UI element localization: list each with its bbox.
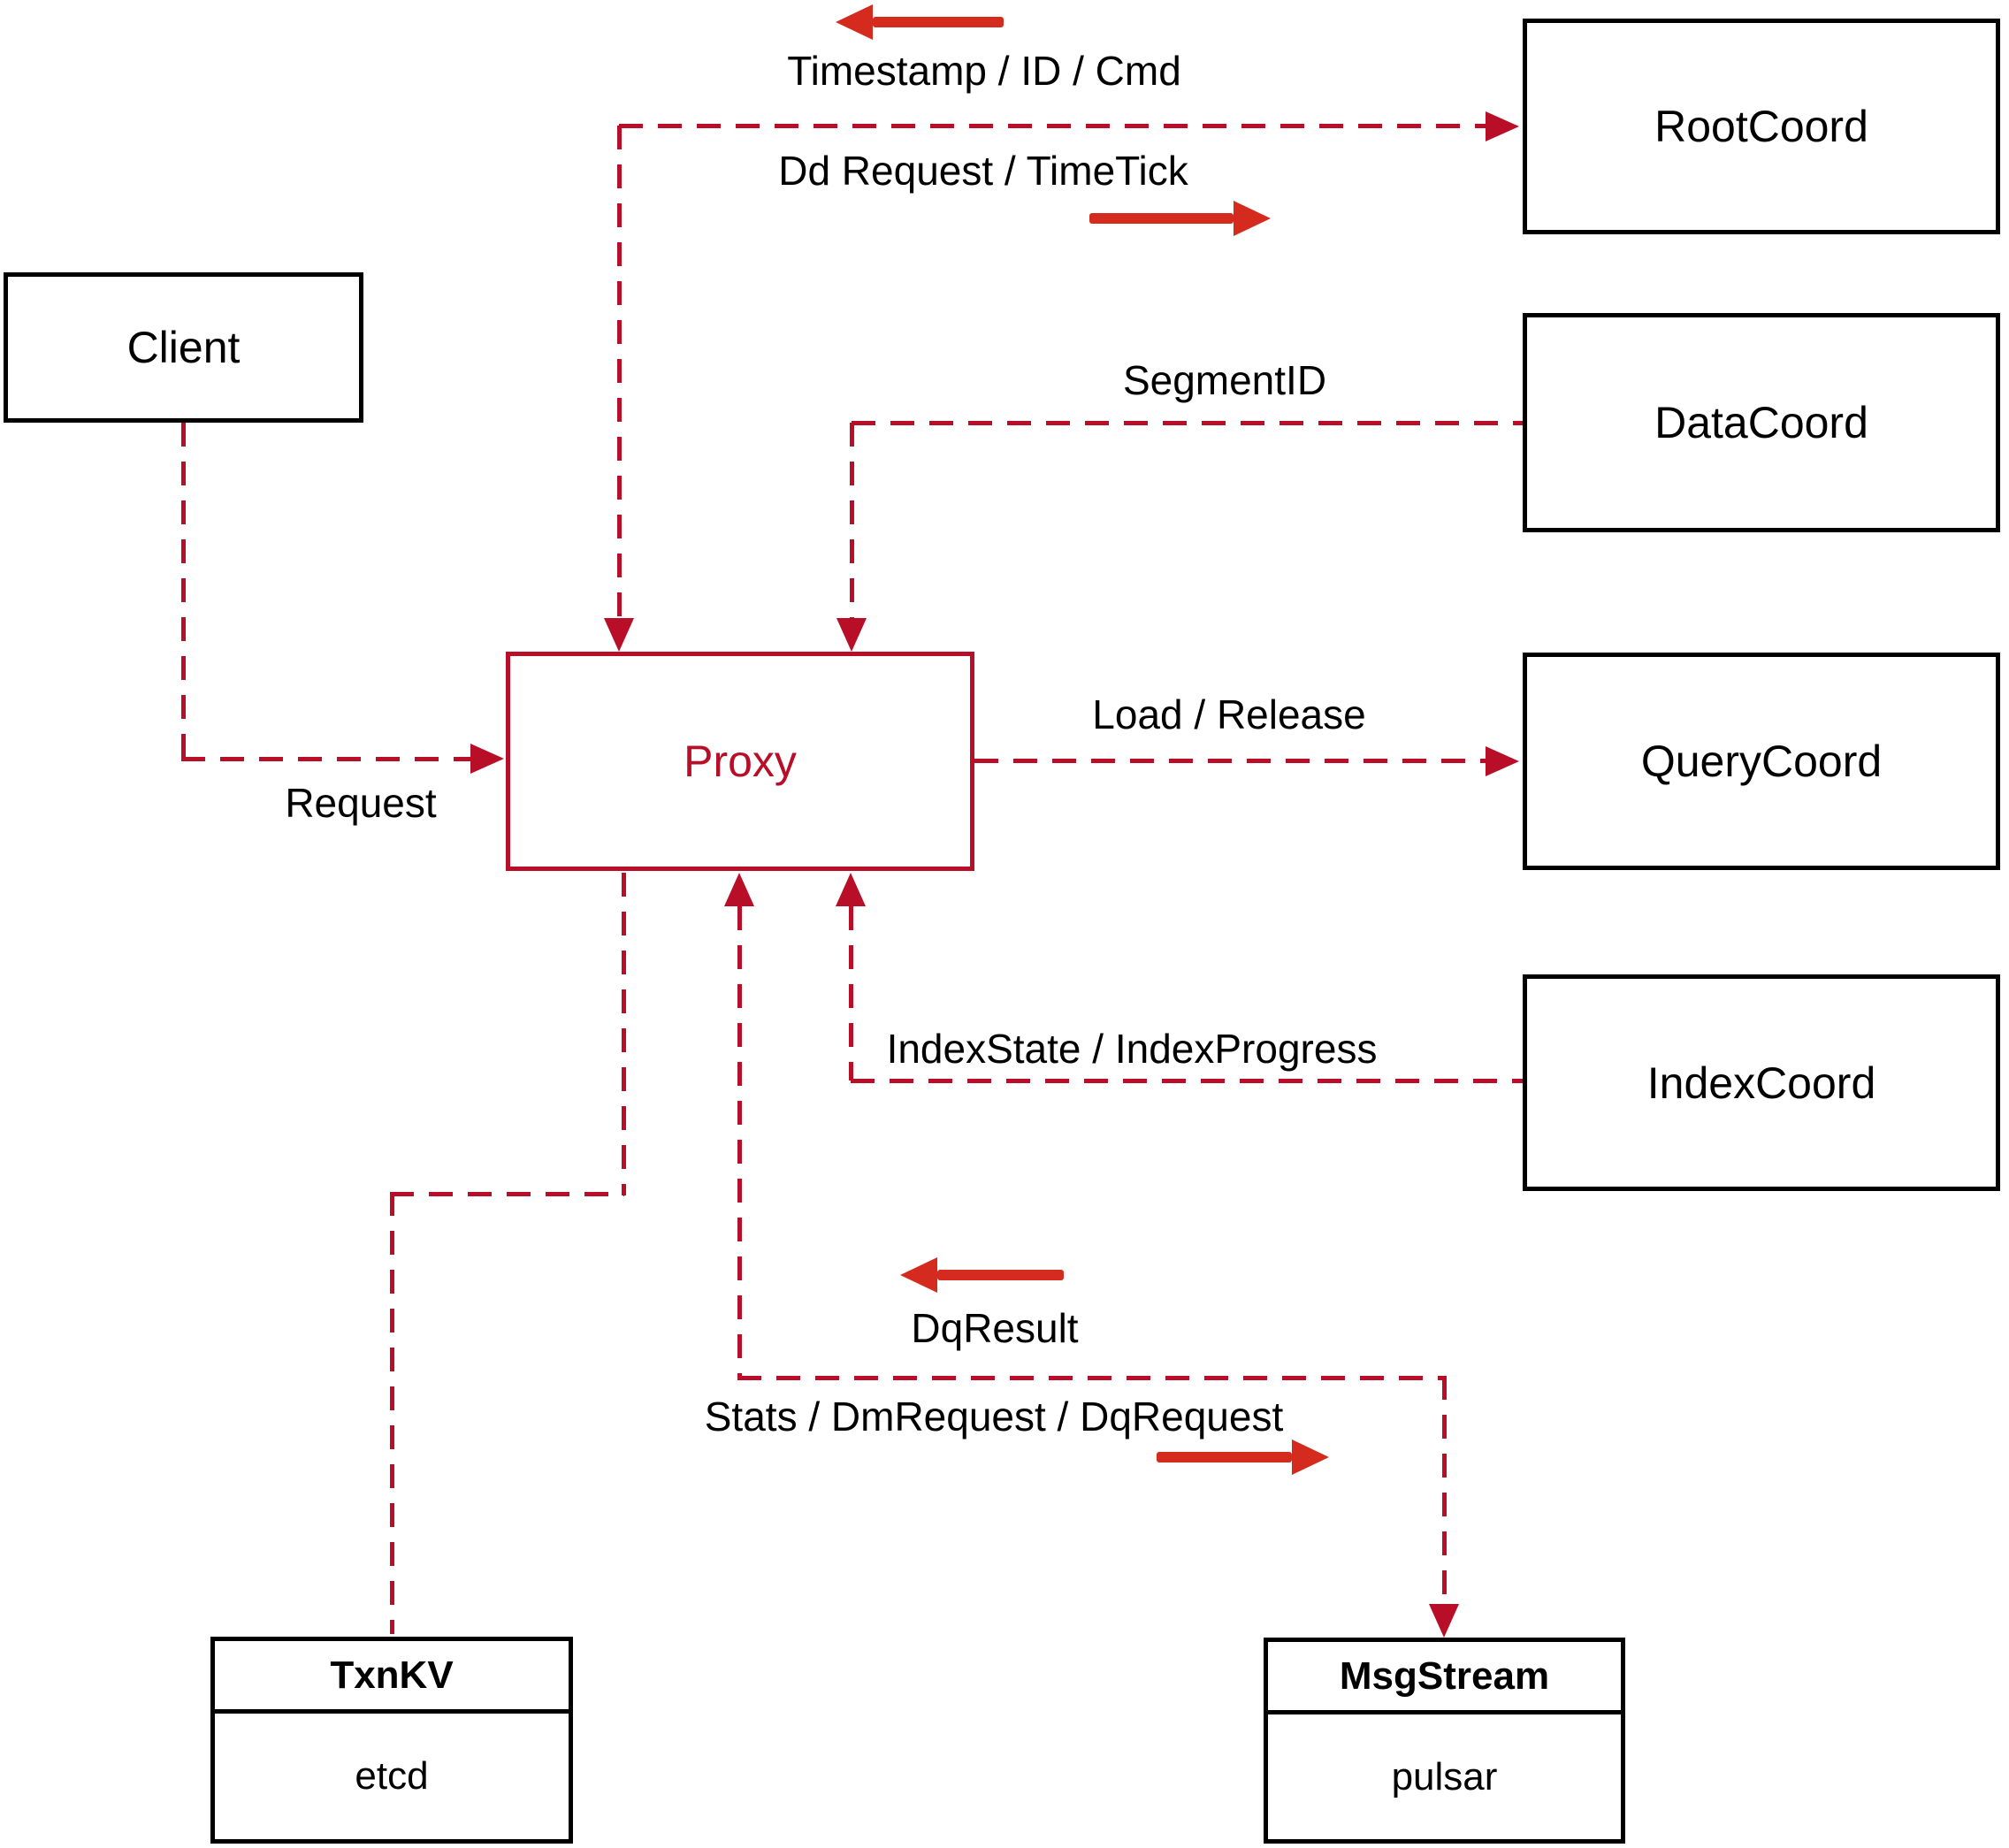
edge-proxy-rootcoord-vertical (617, 126, 622, 621)
arrow-head-left-icon (900, 1257, 937, 1293)
node-client-label: Client (126, 323, 241, 372)
node-msgstream: MsgStream pulsar (1264, 1638, 1625, 1844)
node-datacoord-label: DataCoord (1654, 398, 1868, 447)
node-querycoord: QueryCoord (1523, 653, 2000, 870)
edge-client-horizontal (181, 757, 473, 761)
arrowhead-into-querycoord (1486, 746, 1519, 776)
node-client: Client (4, 272, 363, 423)
node-rootcoord-label: RootCoord (1654, 102, 1868, 151)
edge-msgstream-vertical-lower (1442, 1376, 1447, 1606)
arrowhead-into-proxy-bottom-right (836, 873, 866, 906)
node-indexcoord-label: IndexCoord (1646, 1058, 1876, 1108)
arrow-left-timestamp (836, 4, 1004, 40)
edge-querycoord-horizontal (974, 759, 1487, 763)
arrowhead-into-msgstream (1429, 1604, 1459, 1638)
arrow-head-left-icon (836, 4, 873, 40)
edge-msgstream-horizontal (737, 1376, 1447, 1380)
node-querycoord-label: QueryCoord (1640, 737, 1883, 786)
arrowhead-into-proxy-bottom-left (724, 873, 754, 906)
label-dd-request-timetick: Dd Request / TimeTick (778, 148, 1188, 194)
label-timestamp-id-cmd: Timestamp / ID / Cmd (787, 48, 1181, 94)
arrow-head-right-icon (1292, 1439, 1329, 1475)
edge-datacoord-vertical (850, 423, 854, 621)
label-stats-dmrequest-dqrequest: Stats / DmRequest / DqRequest (704, 1394, 1284, 1439)
node-proxy: Proxy (506, 652, 974, 871)
node-indexcoord: IndexCoord (1523, 974, 2000, 1191)
arrow-left-dqresult (900, 1257, 1064, 1293)
edge-txnkv-vertical-upper (622, 873, 626, 1195)
node-txnkv-value: etcd (355, 1754, 429, 1798)
arrow-right-stats (1157, 1439, 1329, 1475)
edge-indexcoord-vertical (849, 906, 853, 1081)
arrowhead-into-rootcoord (1486, 111, 1519, 141)
arrowhead-into-proxy-left (470, 744, 504, 774)
edge-datacoord-horizontal (852, 421, 1523, 425)
arrow-head-right-icon (1234, 201, 1271, 236)
edge-client-vertical (181, 423, 186, 759)
node-proxy-label: Proxy (684, 737, 797, 786)
edge-txnkv-vertical-lower (390, 1192, 394, 1634)
edge-txnkv-horizontal (390, 1192, 624, 1196)
edge-indexcoord-horizontal (851, 1079, 1523, 1083)
node-msgstream-value: pulsar (1391, 1754, 1498, 1798)
edge-msgstream-vertical-upper (737, 906, 742, 1379)
label-request: Request (285, 780, 437, 826)
label-indexstate-indexprogress: IndexState / IndexProgress (886, 1026, 1378, 1072)
node-txnkv-title: TxnKV (215, 1641, 569, 1714)
node-msgstream-title: MsgStream (1268, 1642, 1621, 1714)
node-rootcoord: RootCoord (1523, 19, 2000, 234)
label-dqresult: DqResult (911, 1305, 1079, 1351)
label-load-release: Load / Release (1092, 691, 1366, 737)
arrowhead-into-proxy-top-left (604, 618, 634, 652)
edge-proxy-rootcoord-horizontal (619, 124, 1503, 128)
arrow-right-dd-request (1089, 201, 1271, 236)
node-datacoord: DataCoord (1523, 313, 2000, 532)
node-txnkv: TxnKV etcd (210, 1637, 573, 1844)
arrowhead-into-proxy-top-right (836, 618, 867, 652)
label-segment-id: SegmentID (1122, 357, 1327, 403)
